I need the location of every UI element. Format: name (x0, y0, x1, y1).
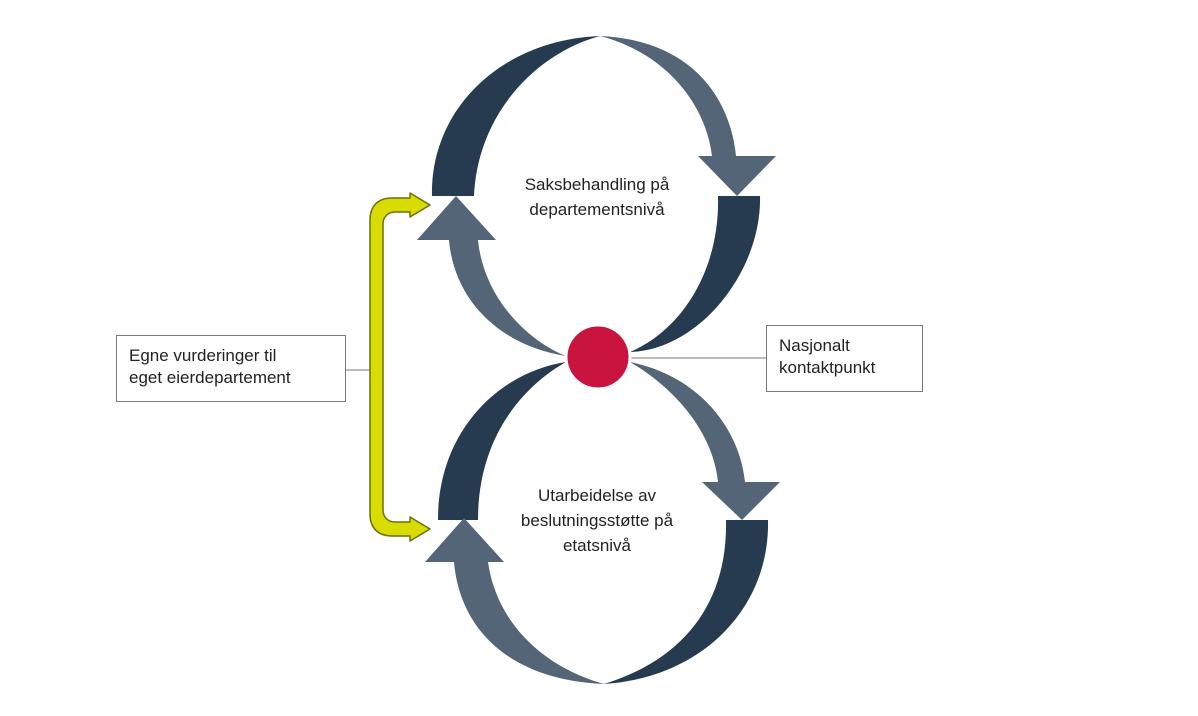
left-callout-line1: Egne vurderinger til (129, 346, 277, 365)
yellow-bracket-arrow (369, 192, 431, 542)
right-callout-line1: Nasjonalt (779, 336, 850, 355)
right-callout-box: Nasjonalt kontaktpunkt (766, 325, 923, 392)
right-callout-line2: kontaktpunkt (779, 358, 876, 377)
bottom-cycle-label-line2: beslutningsstøtte på (520, 511, 674, 530)
bottom-cycle-label-line1: Utarbeidelse av (537, 486, 657, 505)
left-callout-box: Egne vurderinger til eget eierdepartemen… (116, 335, 346, 402)
top-cycle-light-right-arrow (600, 36, 776, 196)
top-cycle-label-line2: departementsnivå (529, 200, 665, 219)
top-cycle-label: Saksbehandling på departementsnivå (477, 172, 717, 222)
top-cycle-label-line1: Saksbehandling på (524, 175, 670, 194)
top-cycle-dark-right-band (630, 196, 761, 352)
bottom-cycle-light-left-arrow (425, 518, 604, 684)
bottom-cycle-dark-left-band (438, 362, 566, 520)
bottom-cycle-label: Utarbeidelse av beslutningsstøtte på eta… (477, 483, 717, 558)
bottom-cycle-dark-right-band (604, 520, 769, 684)
top-cycle-light-left-arrow (417, 196, 566, 356)
center-contact-point-dot (564, 323, 632, 391)
bottom-cycle-light-right-arrow (630, 362, 780, 520)
bottom-cycle-label-line3: etatsnivå (562, 536, 632, 555)
left-callout-line2: eget eierdepartement (129, 368, 291, 387)
top-cycle-dark-left-band (431, 36, 600, 196)
